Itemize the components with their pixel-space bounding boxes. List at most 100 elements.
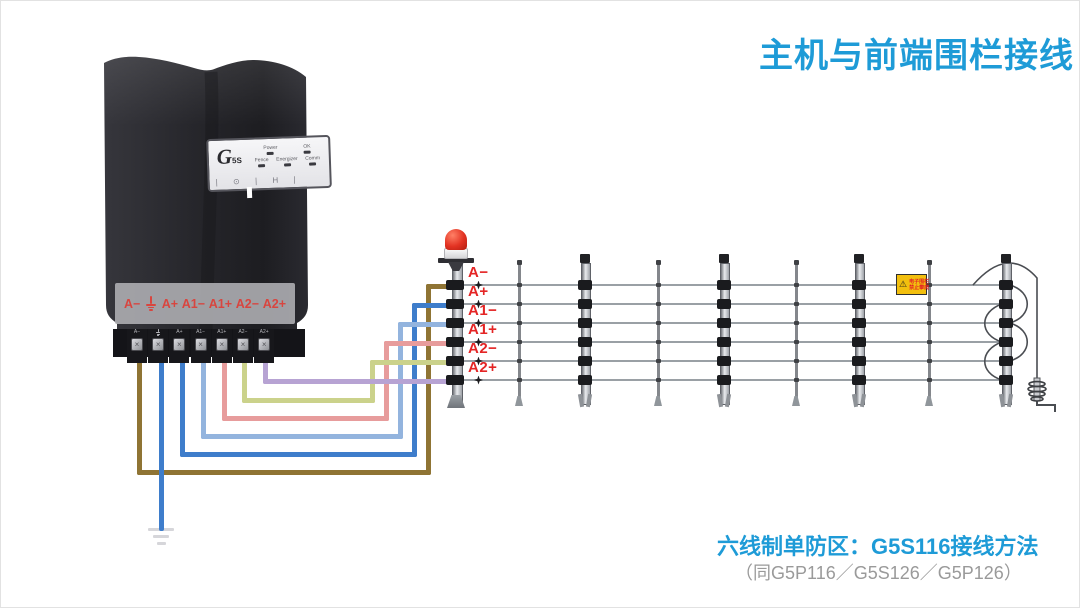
earth-ground-icon [144,296,158,311]
page-title: 主机与前端围栏接线 [759,37,1074,75]
wire-a1-minus [200,433,403,439]
wire-a-plus [411,302,457,308]
fence-wire-label: A− [468,264,489,281]
led-label-power: Power [263,144,278,152]
post-leg [1006,393,1014,408]
wire-a1-plus [221,354,227,421]
insulator [578,299,592,309]
post-base [654,396,662,406]
insulator [717,375,731,385]
wire-clip [655,283,661,287]
fence-wire-label: A1+ [468,321,498,338]
post-cap [719,254,729,263]
insulator [852,337,866,347]
strip-label: A1+ [208,296,233,311]
controller-device-body [104,56,308,333]
insulator [446,337,464,347]
line-insulator-star [474,337,483,347]
post-base [447,395,465,408]
wire-clip [793,340,799,344]
wire-a-minus [425,283,457,289]
terminal-screw: × [258,338,271,351]
wire-a1-minus [200,354,206,439]
post-cap [1001,254,1011,263]
terminal-screw: × [215,338,228,351]
insulator [999,299,1013,309]
logo-letter: G [216,144,233,169]
wire-a-minus [136,469,431,475]
fence-post-intermediate [927,264,931,401]
strip-label: A1− [181,296,206,311]
logo-model: 5S [231,155,243,166]
wire-a2-minus [241,397,375,403]
terminal-A2+: A2+ × [254,329,275,363]
fence-wire-line [456,341,1007,343]
terminal-label: A2− [238,329,248,335]
terminal-A−: A−× [127,329,147,363]
wire-clip [926,321,932,325]
wire-clip [793,302,799,306]
power-led [267,151,275,156]
insulator [852,318,866,328]
wire-clip [926,378,932,382]
wire-clip [926,340,932,344]
ground-bar [157,542,166,545]
ground-bar [153,535,169,538]
post-base [925,396,933,406]
line-insulator-star [474,356,483,366]
wire-clip [793,378,799,382]
warning-sign-line1: 电子围栏 [909,278,930,285]
terminal-A2−: A2−× [233,329,253,363]
post-top [516,260,522,265]
wire-a-plus [179,354,185,457]
terminal-screw: × [173,338,186,351]
insulator [852,299,866,309]
warning-sign-line2: 禁止攀爬 [909,284,930,291]
fence-wire-label: A2+ [468,359,498,376]
terminal-screw: × [152,338,165,351]
post-base [515,396,523,406]
post-base [792,396,800,406]
earth-ground-icon [155,329,161,336]
controller-front-panel: G5S Power OK Fence Energizer Comm | ⊙ | … [206,134,332,193]
post-top [793,260,799,265]
wire-clip [655,359,661,363]
line-insulator-star [474,375,483,385]
wire-clip [655,340,661,344]
wire-a2-plus [262,378,457,384]
terminal-label: A2+ [259,329,269,335]
insulator [852,375,866,385]
wire-ground [158,354,164,531]
wire-a-minus [136,354,142,475]
insulator [852,356,866,366]
wire-clip [655,321,661,325]
led-label-fence: Fence [254,157,269,164]
post-top [655,260,661,265]
wire-clip [926,283,932,287]
wire-clip [516,283,522,287]
insulator [446,356,464,366]
wire-clip [655,302,661,306]
wire-clip [516,378,522,382]
insulator [852,280,866,290]
wire-a2-plus [262,354,268,384]
wire-clip [516,321,522,325]
fence-wire-line [456,360,1007,362]
terminal-legend-strip: A−A+A1−A1+A2−A2+ [115,283,295,324]
wire-a1-plus [383,340,457,346]
wire-tensioner [1027,377,1047,402]
energizer-led [283,163,291,167]
fence-led [258,164,266,168]
terminal-screw: × [131,338,143,351]
wire-a2-minus [241,354,247,403]
insulator [717,356,731,366]
fence-wire-line [456,284,1007,286]
insulator [578,356,592,366]
terminal-A+: A+× [169,329,190,363]
wire-a1-minus [397,321,457,327]
insulator [717,280,731,290]
insulator [999,318,1013,328]
insulator [999,280,1013,290]
terminal-label: A1− [196,329,206,335]
